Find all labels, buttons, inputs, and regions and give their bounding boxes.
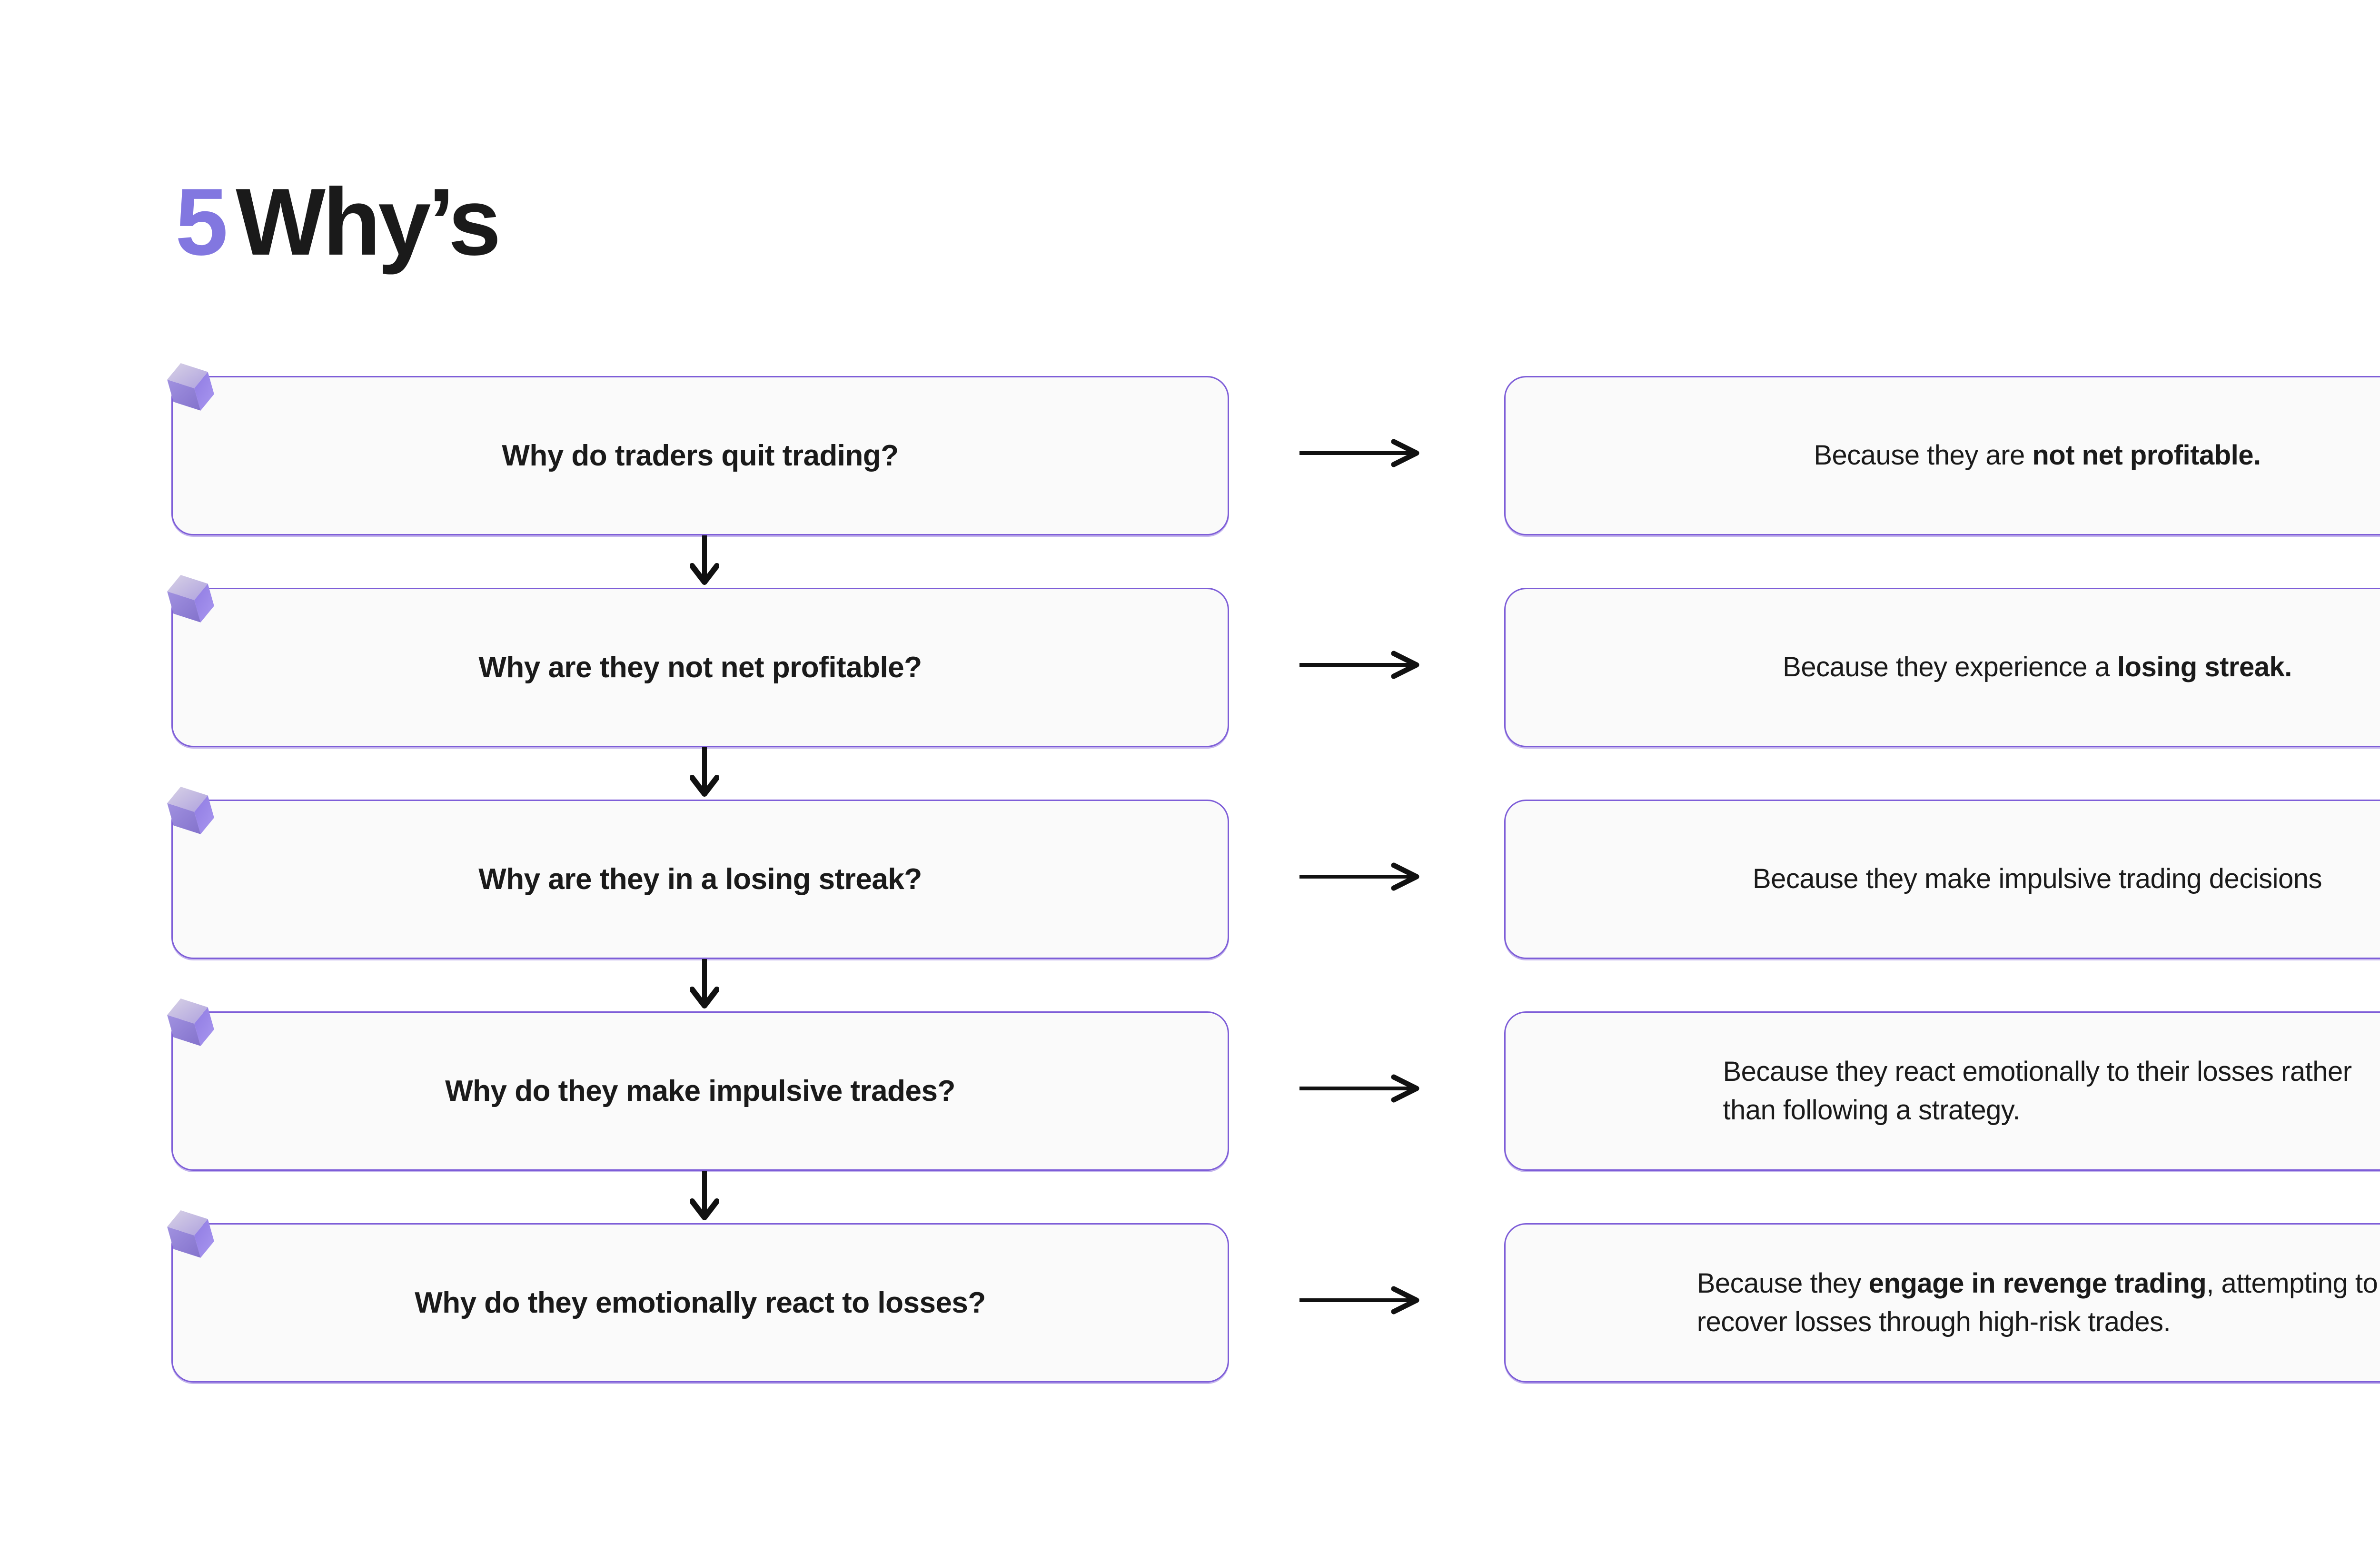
answer-text: Because they react emotionally to their … xyxy=(1723,1056,2352,1126)
question-box: Why do traders quit trading? xyxy=(167,363,1229,535)
question-box: Why do they make impulsive trades? xyxy=(167,998,1229,1171)
down-arrow-icon xyxy=(690,959,719,1008)
down-arrow-icon xyxy=(690,535,719,585)
rows-container: Why do traders quit trading? Because the… xyxy=(0,363,2380,1435)
question-box: Why are they in a losing streak? xyxy=(167,787,1229,959)
answer-box: Because they are not net profitable. xyxy=(1504,376,2380,535)
cube-icon xyxy=(165,786,216,842)
right-arrow-icon xyxy=(1299,862,1419,890)
why-row: Why do traders quit trading? Because the… xyxy=(0,363,2380,585)
answer-text: Because they are not net profitable. xyxy=(1814,440,2261,471)
cube-icon xyxy=(165,574,216,630)
cube-icon xyxy=(165,998,216,1054)
question-box: Why do they emotionally react to losses? xyxy=(167,1210,1229,1383)
cube-icon xyxy=(165,362,216,418)
answer-text: Because they make impulsive trading deci… xyxy=(1752,863,2322,895)
question-text: Why do they make impulsive trades? xyxy=(445,1075,955,1107)
cube-icon-svg xyxy=(167,1210,214,1258)
cube-icon-svg xyxy=(167,575,214,623)
answer-text: Because they experience a losing streak. xyxy=(1783,652,2292,683)
title-word: Why’s xyxy=(236,169,501,275)
answer-box: Because they react emotionally to their … xyxy=(1504,1011,2380,1171)
answer-box: Because they make impulsive trading deci… xyxy=(1504,800,2380,959)
cube-icon-svg xyxy=(167,998,214,1046)
question-box: Why are they not net profitable? xyxy=(167,575,1229,747)
question-text: Why do they emotionally react to losses? xyxy=(415,1286,986,1319)
answer-box: Because they experience a losing streak. xyxy=(1504,588,2380,747)
cube-icon-svg xyxy=(167,363,214,411)
question-text: Why are they not net profitable? xyxy=(478,651,922,684)
answer-box: Because they engage in revenge trading, … xyxy=(1504,1223,2380,1383)
question-text: Why are they in a losing streak? xyxy=(478,863,922,896)
cube-icon-svg xyxy=(167,787,214,834)
title-number: 5 xyxy=(175,169,228,275)
cube-icon xyxy=(165,1209,216,1265)
answer-text: Because they engage in revenge trading, … xyxy=(1696,1268,2378,1337)
down-arrow-icon xyxy=(690,747,719,797)
right-arrow-icon xyxy=(1299,1074,1419,1102)
right-arrow-icon xyxy=(1299,1286,1419,1314)
question-text: Why do traders quit trading? xyxy=(502,439,899,472)
why-row: Why do they make impulsive trades? Becau… xyxy=(0,998,2380,1220)
down-arrow-icon xyxy=(690,1171,719,1220)
right-arrow-icon xyxy=(1299,651,1419,679)
right-arrow-icon xyxy=(1299,439,1419,467)
why-row: Why are they in a losing streak? Because… xyxy=(0,787,2380,1008)
why-row: Why are they not net profitable? Because… xyxy=(0,575,2380,797)
why-row: Why do they emotionally react to losses?… xyxy=(0,1210,2380,1383)
